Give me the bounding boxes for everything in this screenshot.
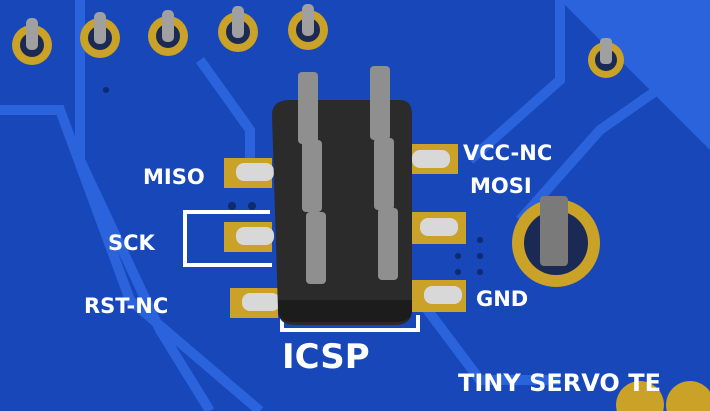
label-tiny-servo: TINY SERVO TE <box>458 369 661 397</box>
copper-pour <box>560 0 710 150</box>
label-mosi: MOSI <box>470 174 532 198</box>
vias <box>103 87 483 275</box>
silkscreen-outline <box>183 210 420 332</box>
label-rst-nc: RST-NC <box>84 294 168 318</box>
label-sck: SCK <box>108 231 156 255</box>
icsp-header <box>272 66 412 325</box>
label-vcc-nc: VCC-NC <box>463 141 552 165</box>
label-gnd: GND <box>476 287 528 311</box>
through-hole-pins <box>12 4 710 411</box>
label-miso: MISO <box>143 165 205 189</box>
pad-solder <box>236 150 462 311</box>
label-icsp: ICSP <box>282 337 370 377</box>
